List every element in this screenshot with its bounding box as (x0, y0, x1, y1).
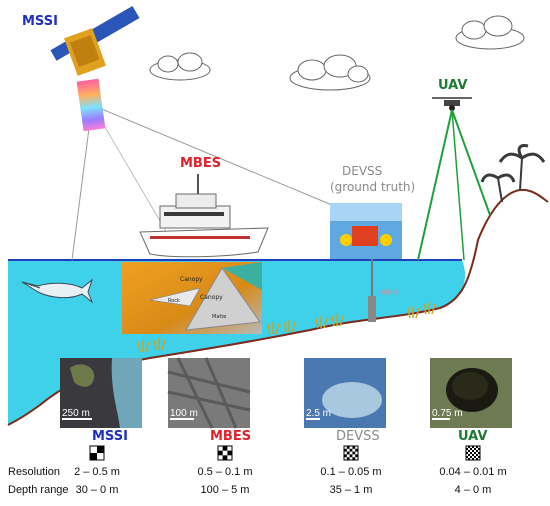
uav-beam-left (417, 109, 453, 261)
resolution-icon-mbes (217, 445, 233, 461)
depth-devss: 35 – 1 m (329, 484, 373, 496)
resolution-icon-mssi (89, 445, 105, 461)
scale-label-uav: 0.75 m (432, 408, 463, 419)
scale-label-mssi: 250 m (62, 408, 90, 419)
header-mbes: MBES (210, 429, 252, 444)
mssi-beam-left (71, 104, 93, 261)
swordfish-icon (21, 278, 94, 304)
resolution-uav: 0.04 – 0.01 m (439, 466, 507, 478)
mbes-photo (167, 357, 251, 429)
mssi-photo (60, 358, 142, 428)
depth-uav: 4 – 0 m (454, 484, 492, 496)
resolution-devss: 0.1 – 0.05 m (320, 466, 382, 478)
rock-label: Rock (168, 298, 180, 304)
uav-beam-right (451, 109, 491, 216)
cloud-icon (289, 54, 371, 91)
resolution-mssi: 2 – 0.5 m (74, 466, 120, 478)
mssi-beam-right (91, 104, 333, 206)
devss-label: DEVSS (342, 164, 383, 178)
matte-label: Matte (212, 314, 227, 320)
depth-mssi: 30 – 0 m (75, 484, 119, 496)
header-mssi: MSSI (92, 429, 128, 444)
resolution-mbes: 0.5 – 0.1 m (197, 466, 253, 478)
header-uav: UAV (458, 429, 488, 444)
palm-tree-icon (480, 144, 546, 203)
seabed-3d-inset (122, 262, 262, 334)
row-label-depth: Depth range (8, 484, 69, 496)
uav-photo (430, 358, 512, 428)
mbes-label: MBES (180, 156, 222, 171)
devss-sub-label: (ground truth) (330, 180, 416, 194)
mssi-beam-right2 (91, 104, 181, 256)
scale-label-devss: 2.5 m (306, 408, 332, 419)
cloud-icon (455, 15, 525, 50)
resolution-icon-uav (465, 445, 481, 461)
depth-mbes: 100 – 5 m (200, 484, 250, 496)
devss-bottom-photo (304, 358, 386, 428)
drone-icon (432, 97, 472, 111)
resolution-icon-devss (343, 445, 359, 461)
cloud-icon (149, 52, 211, 81)
fish-icon (380, 288, 398, 296)
header-devss: DEVSS (336, 429, 380, 444)
boat-icon (139, 174, 269, 258)
satellite-icon (50, 5, 140, 132)
uav-label: UAV (438, 78, 468, 93)
canopy-label-1: Canopy (180, 276, 203, 283)
mssi-label: MSSI (22, 14, 58, 29)
devss-photo (330, 203, 402, 259)
row-label-resolution: Resolution (8, 466, 60, 478)
canopy-label-2: Canopy (200, 294, 223, 301)
seagrass-icon (137, 302, 436, 353)
scale-label-mbes: 100 m (170, 408, 198, 419)
uav-beam-mid (451, 109, 465, 261)
